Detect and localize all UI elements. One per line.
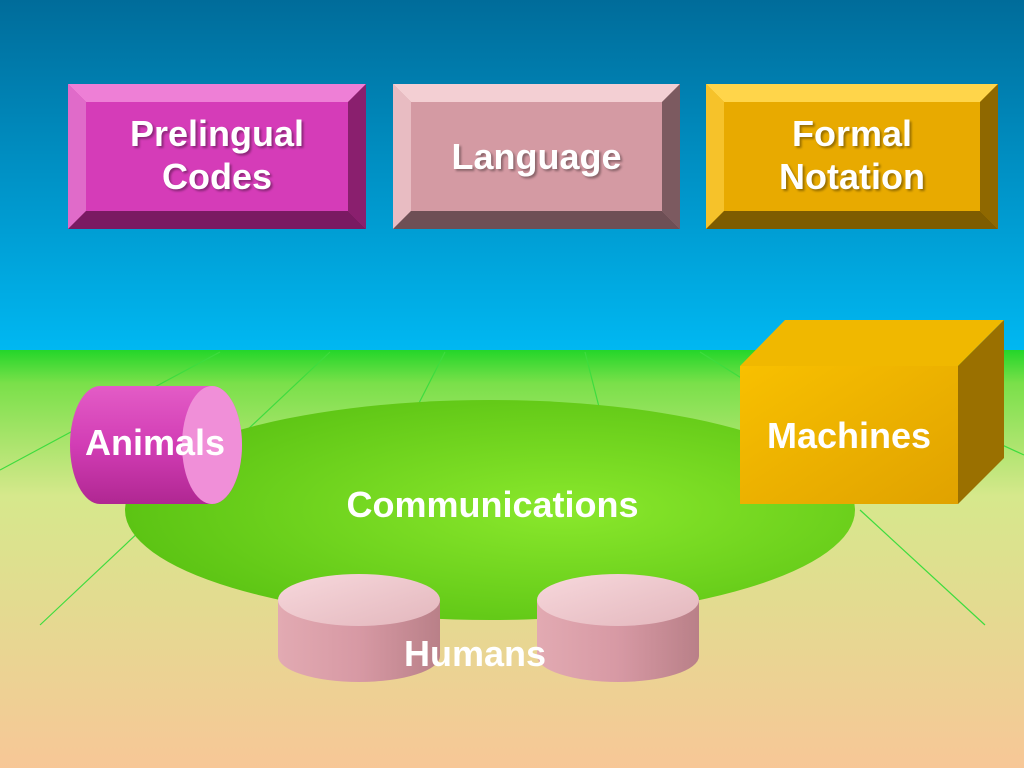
prelingual-codes-box xyxy=(68,84,366,229)
animals-label: Animals xyxy=(84,422,226,463)
prelingual-codes-label: Prelingual Codes xyxy=(129,113,305,198)
communications-ellipse xyxy=(125,400,855,620)
humans-label: Humans xyxy=(403,633,547,674)
machines-label: Machines xyxy=(766,415,932,456)
language-box xyxy=(393,84,680,229)
communications-label: Communications xyxy=(346,484,639,525)
formal-notation-box xyxy=(706,84,998,229)
machines-box xyxy=(740,320,1004,504)
humans-cylinder-left xyxy=(278,574,440,682)
formal-notation-label: Formal Notation xyxy=(779,113,925,198)
animals-cylinder xyxy=(70,386,242,504)
language-label: Language xyxy=(451,136,622,177)
humans-cylinder-right xyxy=(537,574,699,682)
